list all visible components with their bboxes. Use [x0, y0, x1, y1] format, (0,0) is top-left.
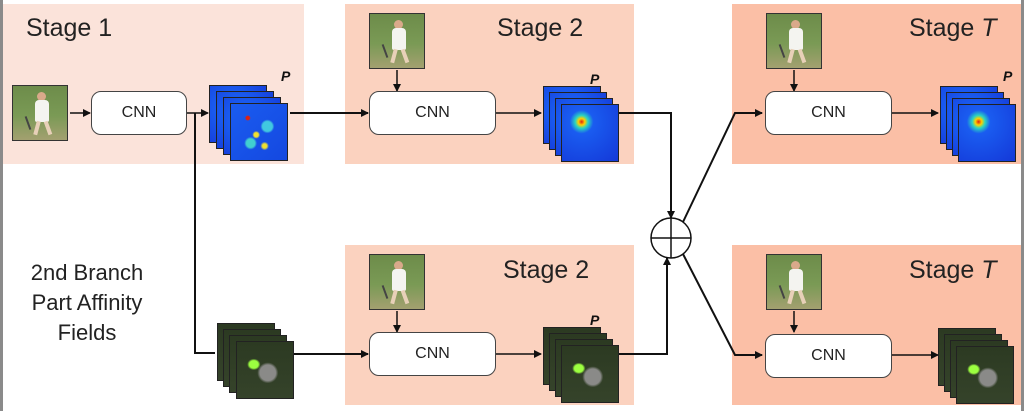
left-border	[0, 0, 3, 411]
p-label-stage-1: P	[281, 68, 291, 84]
p-label-stage-2-top: P	[590, 71, 600, 87]
stage-2-bottom-title: Stage 2	[503, 256, 590, 284]
cnn-block-stage-2-top: CNN	[369, 91, 496, 135]
wire-sum-to-stage-t-bottom	[682, 253, 763, 359]
wire-cnn-1-to-branch-2	[194, 113, 215, 354]
input-image-stage-1	[12, 85, 68, 141]
p-label-stage-t-top: P	[1003, 68, 1013, 84]
cnn-block-stage-t-top: CNN	[765, 91, 892, 135]
second-branch-label: 2nd Branch Part Affinity Fields	[12, 258, 162, 348]
wire-stage2-bottom-to-sum	[617, 257, 671, 355]
stage-1-title: Stage 1	[26, 14, 113, 42]
stage-2-top-title: Stage 2	[497, 14, 584, 42]
p-label-stage-2-bottom: P	[590, 312, 600, 328]
cnn-block-stage-t-bottom: CNN	[765, 334, 892, 378]
stage-t-top-title: Stage T	[909, 14, 997, 42]
stage-t-bottom-title: Stage T	[909, 256, 997, 284]
input-image-stage-2-bottom	[369, 254, 425, 310]
input-image-stage-2-top	[369, 13, 425, 69]
wire-stage2-top-to-sum	[617, 112, 675, 219]
cnn-block-stage-2-bottom: CNN	[369, 332, 496, 376]
input-image-stage-t-top	[766, 13, 822, 69]
input-image-stage-t-bottom	[766, 254, 822, 310]
wire-sum-to-stage-t-top	[682, 109, 763, 223]
branch-label-line-3: Fields	[57, 320, 117, 345]
branch-label-line-1: 2nd Branch	[30, 260, 144, 285]
branch-label-line-2: Part Affinity	[31, 290, 143, 315]
cnn-block-stage-1: CNN	[91, 91, 187, 135]
right-border	[1021, 0, 1024, 411]
